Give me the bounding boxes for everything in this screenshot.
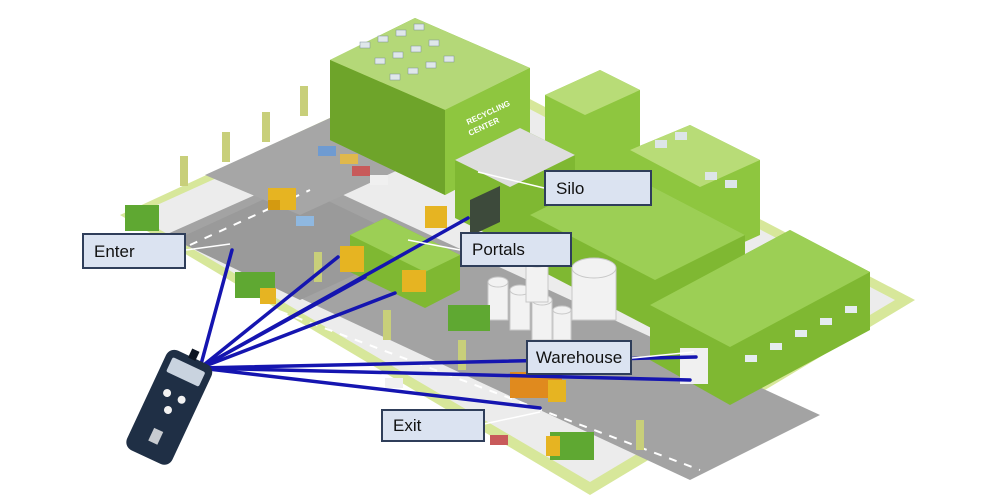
silo-label: Silo [544,170,652,206]
warehouse-label: Warehouse [526,340,632,375]
portals-label: Portals [460,232,572,267]
truck-icon [268,188,296,210]
truck-icon [680,348,708,384]
site-posts [180,86,644,450]
storage-tanks [487,256,617,341]
exit-label: Exit [381,409,485,442]
callout-leaders [185,171,695,425]
parked-cars [296,146,508,445]
connection-lines [198,216,698,410]
portal-buildings [350,218,460,308]
handheld-scanner-icon [126,348,213,465]
truck-icon [448,305,490,331]
truck-icon [425,206,447,228]
truck-icon [125,205,159,231]
truck-icon [235,272,276,304]
truck-icon [340,246,364,272]
enter-label: Enter [82,233,186,269]
truck-icon [402,270,426,292]
truck-icon [546,432,594,460]
